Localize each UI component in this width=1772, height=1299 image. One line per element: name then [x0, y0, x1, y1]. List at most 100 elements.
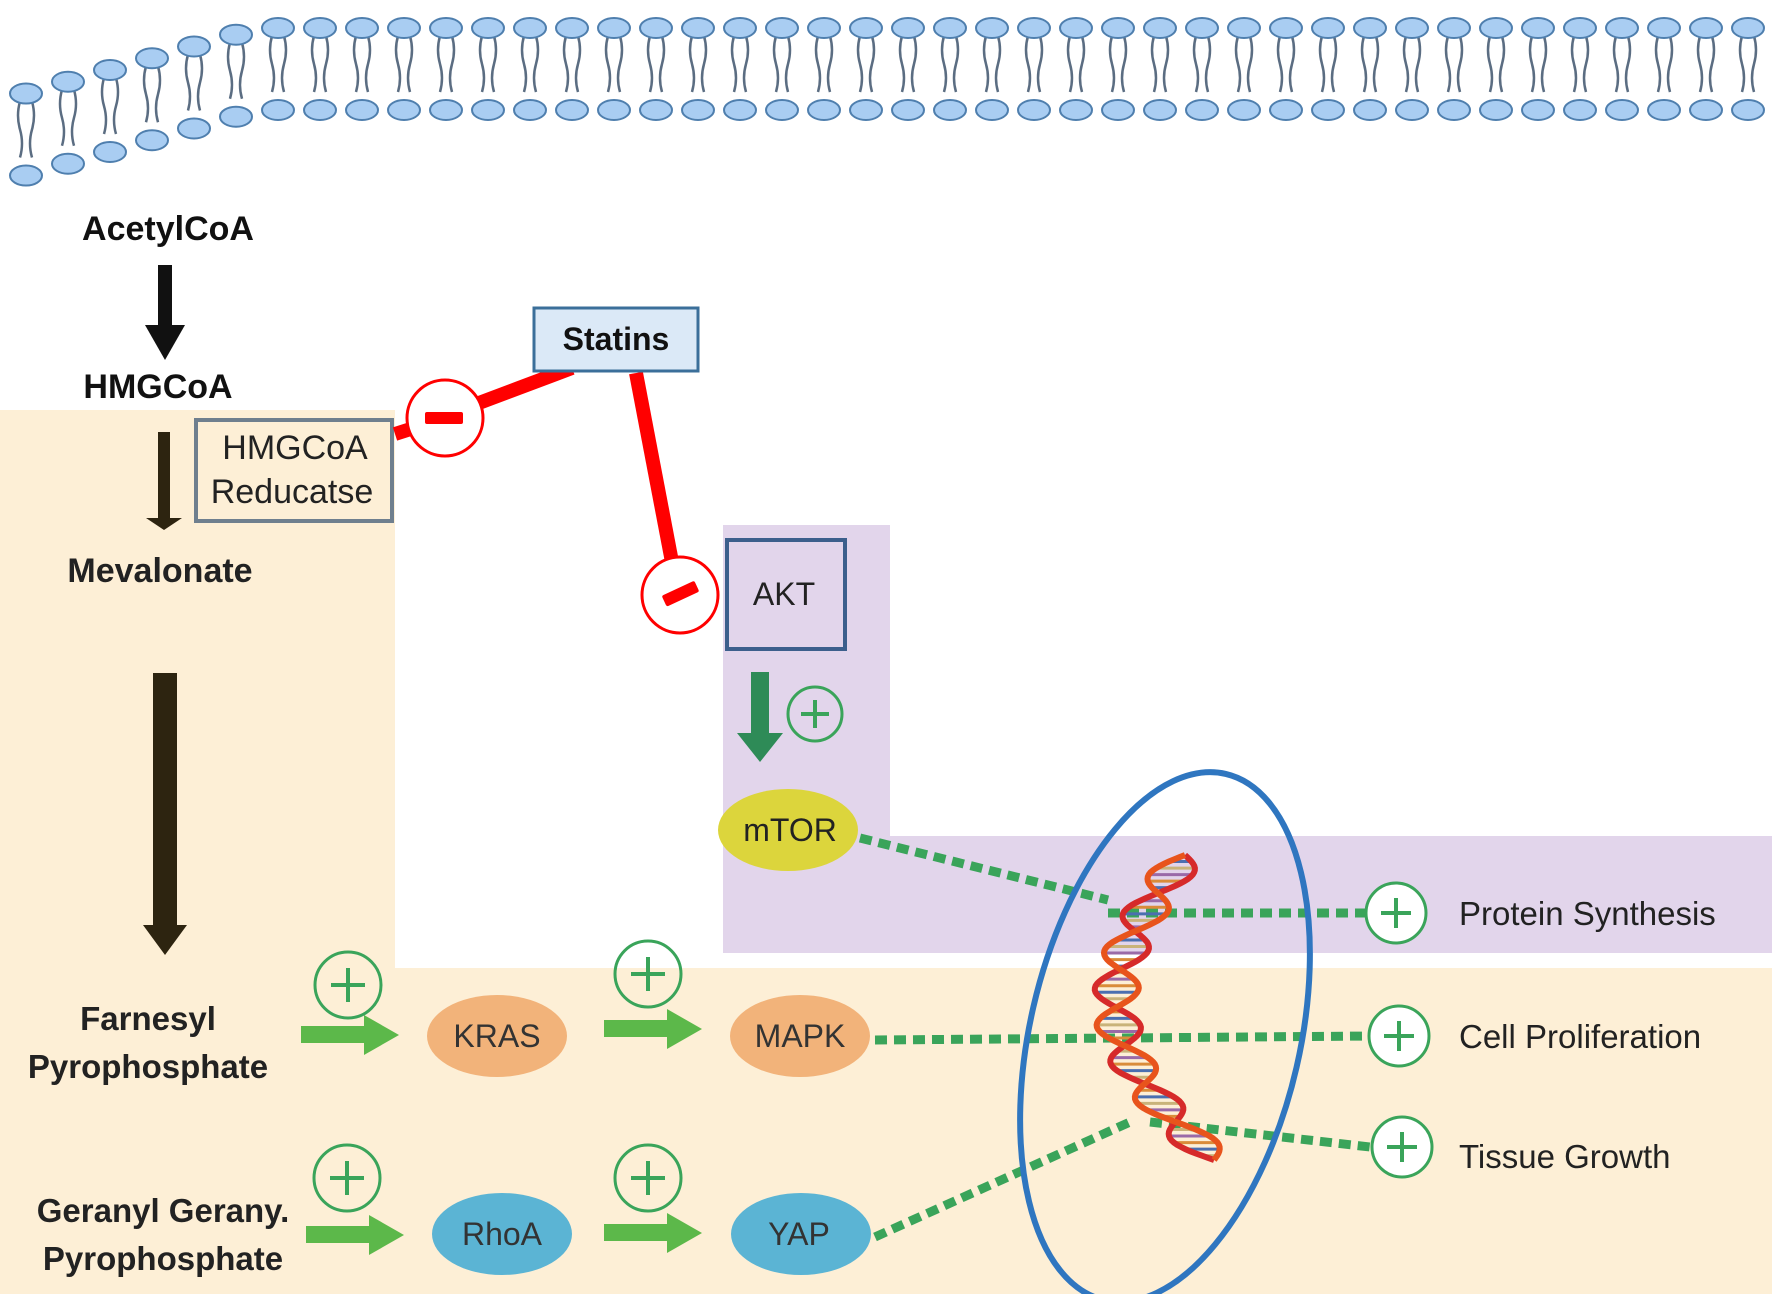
lipid-head	[1479, 17, 1513, 39]
plus-circle-icon	[613, 939, 683, 1009]
lipid-tail	[394, 35, 402, 93]
lipid-tail	[478, 35, 486, 93]
lipid-tail	[1738, 35, 1746, 93]
lipid-head	[261, 17, 295, 39]
lipid-head	[51, 152, 85, 175]
lipid-tail	[70, 89, 78, 147]
lipid-head	[513, 17, 547, 39]
lipid-tail	[226, 42, 234, 100]
lipid-tail	[1708, 35, 1716, 93]
akt-box: AKT	[725, 538, 847, 651]
lipid-head	[1563, 17, 1597, 39]
lipid-head	[1563, 99, 1597, 121]
lipid-head	[261, 99, 295, 121]
lipid-head	[1227, 99, 1261, 121]
lipid-tail	[1402, 35, 1410, 93]
lipid-head	[1605, 17, 1639, 39]
lipid-head	[1143, 17, 1177, 39]
lipid-tail	[646, 35, 654, 93]
rhoa-label: RhoA	[462, 1216, 543, 1252]
lipid-bilayer-icon	[9, 17, 1765, 187]
lipid-tail	[112, 77, 120, 135]
lipid-head	[1059, 99, 1093, 121]
lipid-head	[765, 17, 799, 39]
lipid-head	[1353, 17, 1387, 39]
lipid-head	[345, 17, 379, 39]
lipid-tail	[1486, 35, 1494, 93]
lipid-tail	[1612, 35, 1620, 93]
lipid-tail	[490, 35, 498, 93]
lipid-tail	[856, 35, 864, 93]
lipid-head	[1059, 17, 1093, 39]
lipid-tail	[1528, 35, 1536, 93]
lipid-head	[429, 99, 463, 121]
lipid-tail	[1666, 35, 1674, 93]
acetylcoa-label: AcetylCoA	[82, 210, 254, 248]
lipid-tail	[1540, 35, 1548, 93]
lipid-head	[681, 99, 715, 121]
mevalonate-label: Mevalonate	[67, 552, 252, 590]
lipid-tail	[994, 35, 1002, 93]
kras-label: KRAS	[453, 1018, 540, 1054]
lipid-tail	[100, 77, 108, 135]
lipid-tail	[280, 35, 288, 93]
lipid-head	[9, 164, 43, 187]
lipid-tail	[730, 35, 738, 93]
lipid-tail	[406, 35, 414, 93]
plus-circle-icon	[1364, 881, 1428, 945]
lipid-head	[1101, 99, 1135, 121]
lipid-head	[639, 17, 673, 39]
lipid-head	[891, 99, 925, 121]
lipid-head	[387, 17, 421, 39]
lipid-tail	[1456, 35, 1464, 93]
lipid-tail	[238, 42, 246, 100]
cell-proliferation-label: Cell Proliferation	[1459, 1018, 1701, 1055]
lipid-head	[1269, 17, 1303, 39]
lipid-head	[1689, 99, 1723, 121]
lipid-tail	[574, 35, 582, 93]
lipid-tail	[562, 35, 570, 93]
lipid-head	[555, 99, 589, 121]
lipid-tail	[1444, 35, 1452, 93]
lipid-tail	[1330, 35, 1338, 93]
lipid-head	[1269, 99, 1303, 121]
lipid-head	[1017, 17, 1051, 39]
mtor-node: mTOR	[718, 789, 858, 871]
lipid-head	[93, 59, 127, 81]
plus-circle-icon	[613, 1143, 683, 1213]
lipid-tail	[898, 35, 906, 93]
yap-label: YAP	[768, 1216, 830, 1252]
arrow-acetylcoa-to-hmgcoa	[145, 265, 185, 360]
lipid-tail	[1276, 35, 1284, 93]
arrow-geranyl-to-rhoa	[306, 1215, 404, 1255]
plus-circle-icon	[1370, 1115, 1434, 1179]
lipid-head	[1521, 17, 1555, 39]
arrow-rhoa-to-yap	[604, 1213, 702, 1253]
lipid-head	[513, 99, 547, 121]
lipid-tail	[1036, 35, 1044, 93]
lipid-tail	[1120, 35, 1128, 93]
plus-circle-icon	[312, 1143, 382, 1213]
hmgcoa-label: HMGCoA	[83, 368, 232, 406]
lipid-head	[933, 99, 967, 121]
dna-backbone	[1093, 852, 1223, 1162]
lipid-tail	[1108, 35, 1116, 93]
protein-synthesis-label: Protein Synthesis	[1459, 895, 1716, 932]
lipid-tail	[1372, 35, 1380, 93]
lipid-head	[1731, 99, 1765, 121]
tissue-growth-label: Tissue Growth	[1459, 1138, 1671, 1175]
lipid-tail	[1162, 35, 1170, 93]
lipid-head	[933, 17, 967, 39]
rhoa-node: RhoA	[432, 1193, 572, 1275]
lipid-head	[807, 99, 841, 121]
lipid-tail	[826, 35, 834, 93]
lipid-head	[975, 99, 1009, 121]
mapk-node: MAPK	[730, 995, 870, 1077]
lipid-tail	[1750, 35, 1758, 93]
lipid-head	[303, 99, 337, 121]
plus-circle-icon	[1367, 1004, 1431, 1068]
lipid-head	[345, 99, 379, 121]
lipid-head	[471, 17, 505, 39]
lipid-tail	[142, 65, 150, 123]
